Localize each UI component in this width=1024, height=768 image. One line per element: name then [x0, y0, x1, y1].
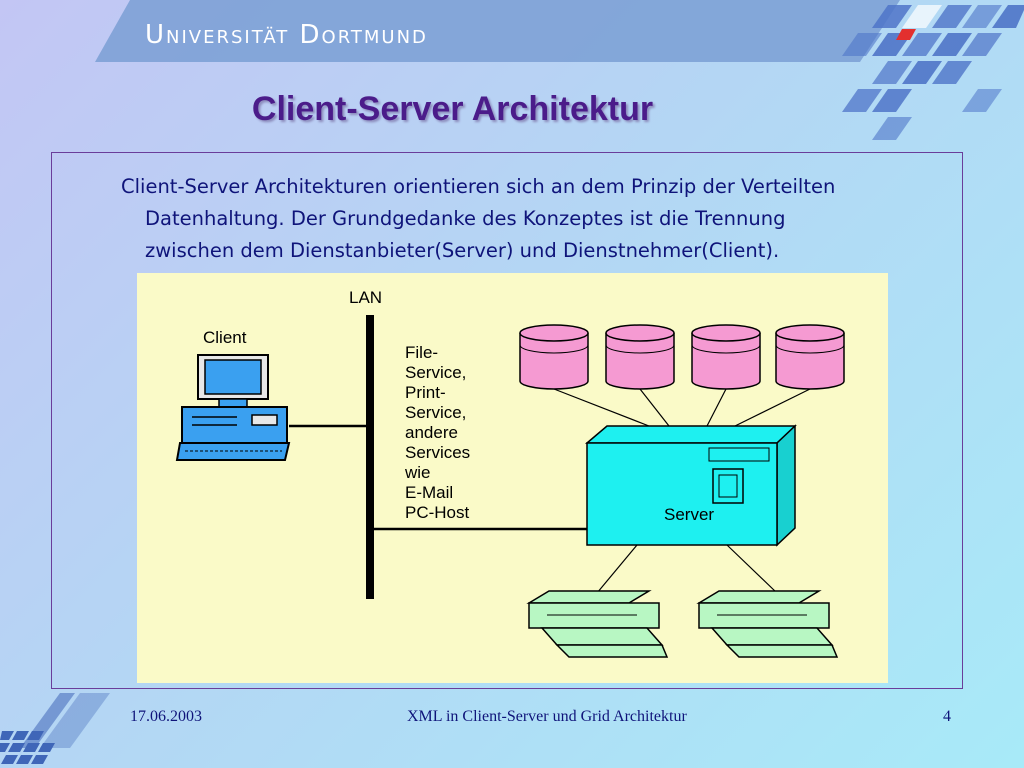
slide-title: Client-Server Architektur — [251, 90, 654, 128]
footer-logo-icon — [0, 693, 110, 764]
server-icon — [584, 424, 797, 547]
body-paragraph: Client-Server Architekturen orientieren … — [121, 171, 961, 267]
client-computer-icon — [175, 354, 291, 461]
body-line-1: Client-Server Architekturen orientieren … — [121, 175, 836, 198]
footer-title: XML in Client-Server und Grid Architektu… — [407, 708, 687, 725]
server-label: Server — [664, 505, 714, 524]
database-links — [553, 388, 811, 427]
client-label: Client — [203, 328, 247, 347]
database-icon — [691, 324, 761, 390]
university-name: Universität Dortmund — [145, 20, 428, 50]
header-band — [95, 0, 900, 62]
lan-bus-line — [366, 315, 374, 599]
content-frame — [51, 152, 963, 689]
page-number: 4 — [943, 708, 951, 725]
footer-date: 17.06.2003 — [130, 708, 202, 725]
printer-icon — [526, 590, 669, 658]
lan-label: LAN — [349, 288, 382, 307]
printer-links — [596, 544, 778, 594]
database-icon — [519, 324, 589, 390]
body-line-2: Datenhaltung. Der Grundgedanke des Konze… — [145, 207, 786, 230]
client-server-diagram: LAN Client File- Service, Print- Service… — [137, 273, 888, 683]
body-line-3: zwischen dem Dienstanbieter(Server) und … — [145, 239, 780, 262]
university-logo-icon — [842, 5, 1024, 140]
services-list: File- Service, Print- Service, andere Se… — [404, 343, 475, 522]
database-icon — [605, 324, 675, 390]
printer-icon — [696, 590, 839, 658]
database-icon — [775, 324, 845, 390]
